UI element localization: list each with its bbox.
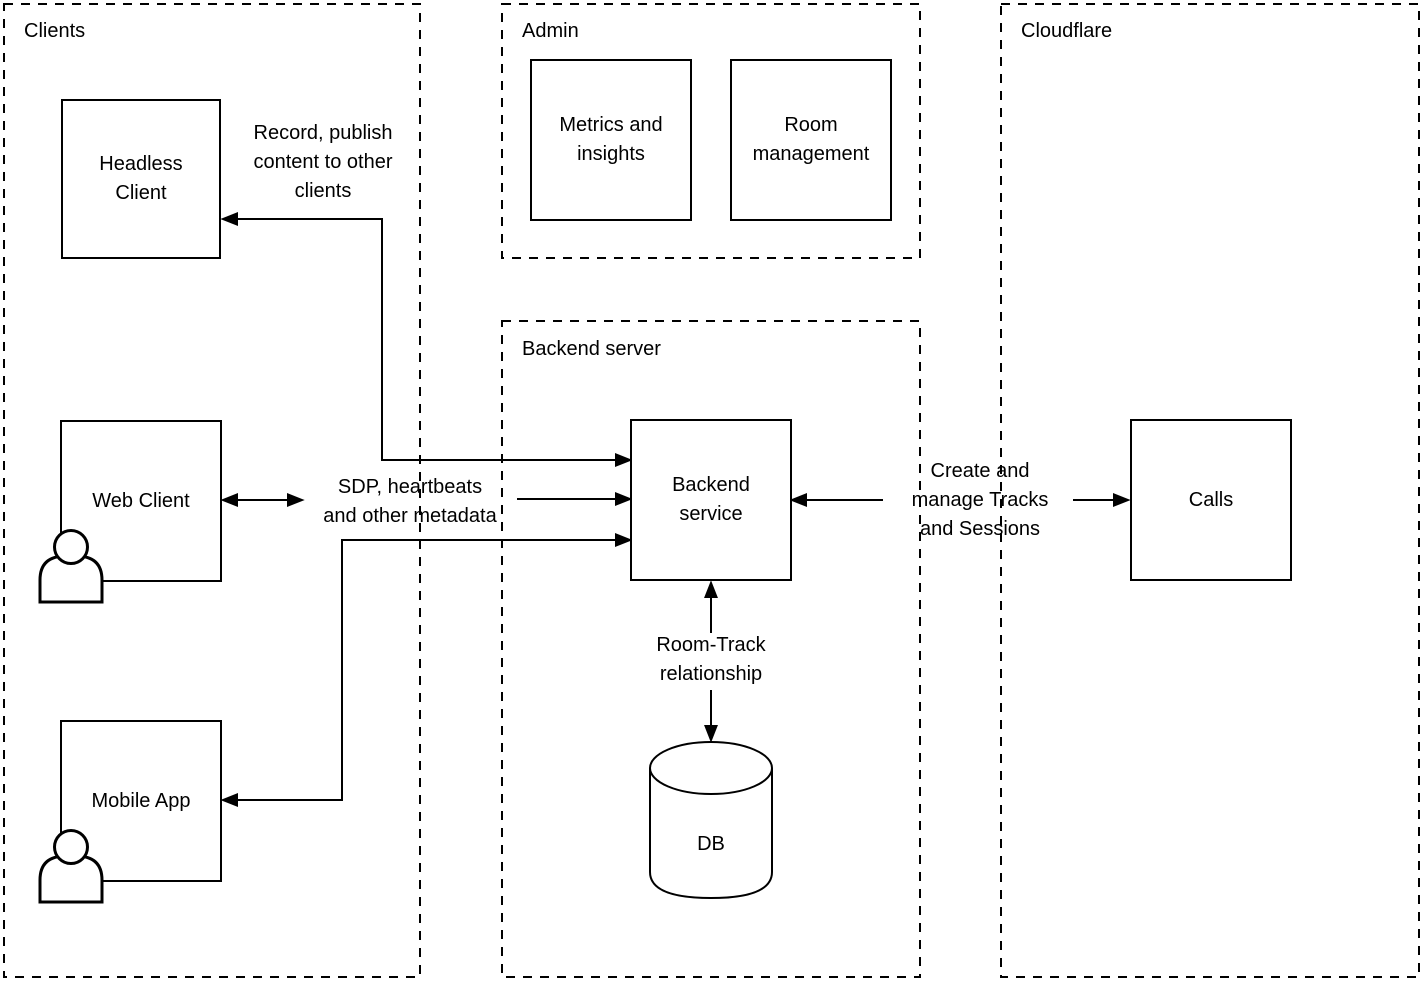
- room-management-node: [730, 59, 892, 221]
- mobile-app-label: Mobile App: [91, 789, 191, 812]
- sdp-heartbeats-edge-label: SDP, heartbeats and other metadata: [323, 476, 497, 527]
- backend-db-arrow-up-segment: [704, 580, 718, 633]
- mobile-app-node: [60, 720, 222, 882]
- backend-server-container-label: Backend server: [522, 338, 661, 360]
- arrowhead-right-icon: [1113, 493, 1131, 507]
- backend-calls-arrow-left-segment: [789, 493, 883, 507]
- metrics-insights-node: [530, 59, 692, 221]
- backend-service-label: Backend service: [672, 474, 750, 525]
- arrowhead-right-icon: [615, 533, 633, 547]
- arrowhead-up-icon: [704, 580, 718, 598]
- headless-client-node: [61, 99, 221, 259]
- arrowhead-right-icon: [615, 492, 633, 506]
- cloudflare-container-label: Cloudflare: [1021, 20, 1113, 42]
- admin-container-label: Admin: [522, 20, 579, 42]
- mobile-app-user-icon: [38, 829, 104, 904]
- backend-calls-arrow-right-segment: [1073, 493, 1131, 507]
- database-icon: [649, 741, 773, 900]
- arrowhead-down-icon: [704, 725, 718, 743]
- web-backend-arrow-left-segment: [220, 493, 305, 507]
- backend-headless-arrow: [220, 212, 633, 467]
- room-track-edge-label: Room-Track relationship: [656, 634, 766, 685]
- backend-server-container: [501, 320, 921, 978]
- record-publish-edge-label: Record, publish content to other clients: [253, 122, 393, 202]
- room-management-label: Room management: [752, 114, 870, 165]
- arrowhead-left-icon: [220, 212, 238, 226]
- cloudflare-container: [1000, 3, 1420, 978]
- calls-label: Calls: [1188, 488, 1234, 511]
- web-client-user-icon: [38, 529, 104, 604]
- metrics-insights-label: Metrics and insights: [559, 114, 663, 165]
- web-client-node: [60, 420, 222, 582]
- arrowhead-left-icon: [220, 793, 238, 807]
- create-manage-edge-label: Create and manage Tracks and Sessions: [911, 460, 1049, 540]
- arrowhead-right-icon: [615, 453, 633, 467]
- clients-container: [3, 3, 421, 978]
- arrowhead-left-icon: [789, 493, 807, 507]
- db-label: DB: [697, 833, 725, 855]
- calls-node: [1130, 419, 1292, 581]
- backend-db-arrow-down-segment: [704, 690, 718, 743]
- backend-mobile-arrow: [220, 533, 633, 807]
- clients-container-label: Clients: [24, 20, 86, 42]
- web-backend-arrow-right-segment: [517, 492, 633, 506]
- backend-service-node: [630, 419, 792, 581]
- arrowhead-left-icon: [220, 493, 238, 507]
- admin-container: [501, 3, 921, 259]
- arrowhead-right-icon: [287, 493, 305, 507]
- web-client-label: Web Client: [92, 489, 190, 512]
- headless-client-label: Headless Client: [99, 153, 183, 204]
